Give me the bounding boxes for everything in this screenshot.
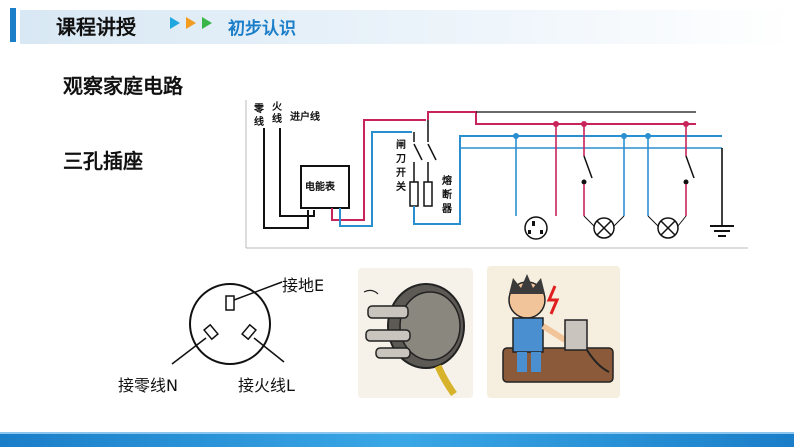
arrow-right-icon — [170, 17, 180, 29]
three-hole-socket-diagram — [171, 281, 285, 365]
neutral-label: 接零线N — [118, 376, 178, 395]
meter-label: 电能表 — [305, 180, 336, 193]
shock-cartoon-image — [487, 266, 620, 398]
live-hole — [241, 323, 257, 341]
label-live-char1: 火 — [272, 101, 283, 113]
label-neutral-char2: 线 — [254, 115, 264, 128]
earth-hole — [225, 295, 235, 311]
knife-label-1: 闸 — [396, 138, 406, 151]
arrow-icons — [170, 17, 212, 29]
neutral-hole — [203, 323, 219, 341]
section-title: 观察家庭电路 — [63, 74, 183, 98]
page-title: 课程讲授 — [56, 15, 136, 39]
socket-symbol — [524, 216, 548, 240]
footer-stripe — [0, 432, 794, 434]
header-band — [20, 10, 794, 44]
arrow-right-icon — [202, 17, 212, 29]
fuse-label-2: 断 — [442, 188, 452, 201]
fuse-label-1: 熔 — [442, 174, 453, 187]
footer-bar — [0, 434, 794, 447]
label-neutral-char1: 零 — [253, 102, 265, 115]
household-circuit-diagram: 零 线 火 线 进户线 电能表 闸 刀 开 关 熔 断 器 — [244, 98, 750, 250]
page-subtitle: 初步认识 — [228, 19, 296, 39]
arrow-right-icon — [186, 17, 196, 29]
header-accent-bar — [10, 8, 16, 42]
header: 课程讲授 初步认识 — [0, 0, 794, 50]
knife-label-4: 关 — [396, 180, 406, 193]
knife-label-2: 刀 — [396, 154, 406, 165]
meter-box — [300, 165, 350, 209]
label-live-char2: 线 — [272, 112, 282, 125]
plug-image — [358, 268, 473, 398]
knife-label-3: 开 — [396, 167, 406, 179]
earth-label: 接地E — [282, 276, 325, 295]
fuse-label-3: 器 — [441, 203, 453, 215]
live-label: 接火线L — [238, 376, 295, 395]
section-subtitle: 三孔插座 — [63, 149, 143, 173]
service-line-label: 进户线 — [290, 110, 320, 123]
socket-face — [189, 283, 271, 365]
